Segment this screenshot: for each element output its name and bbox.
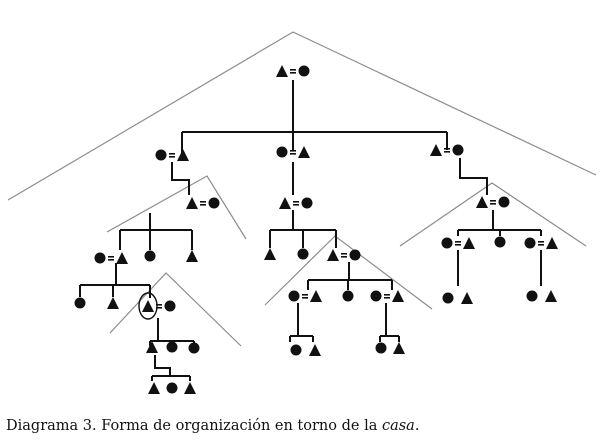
figure-caption: Diagrama 3. Forma de organización en tor… (6, 418, 596, 434)
male-symbol (476, 196, 488, 208)
male-symbol (116, 252, 128, 264)
marriage-sign (156, 307, 162, 309)
kinship-symbols (74, 65, 558, 394)
casa-outlines (7, 31, 597, 347)
male-symbol (327, 249, 339, 261)
female-symbol (297, 248, 309, 260)
female-symbol (164, 300, 176, 312)
female-symbol (498, 196, 510, 208)
male-symbol (184, 382, 196, 394)
male-symbol (186, 197, 198, 209)
male-symbol (310, 290, 322, 302)
female-symbol (276, 146, 288, 158)
caption-period: . (414, 418, 420, 434)
female-symbol (155, 149, 167, 161)
female-symbol (375, 342, 387, 354)
marriage-sign (490, 203, 496, 205)
female-symbol (370, 290, 382, 302)
descent-line (459, 158, 488, 195)
marriage-sign (293, 201, 299, 203)
marriage-sign (538, 244, 544, 246)
ego-marker-ring (138, 292, 158, 320)
kinship-diagram (7, 31, 597, 394)
female-symbol (94, 252, 106, 264)
marriage-sign (169, 153, 175, 155)
marriage-sign (302, 297, 308, 299)
marriage-sign (455, 244, 461, 246)
marriage-sign (108, 256, 114, 258)
male-symbol (107, 297, 119, 309)
female-symbol (349, 249, 361, 261)
female-symbol (144, 250, 156, 262)
female-symbol (208, 197, 220, 209)
female-symbol (524, 237, 536, 249)
female-symbol (290, 344, 302, 356)
kinship-lines (79, 80, 542, 381)
male-symbol (430, 144, 442, 156)
marriage-sign (538, 241, 544, 243)
female-symbol (166, 382, 178, 394)
male-symbol (142, 300, 154, 312)
female-symbol (442, 292, 454, 304)
marriage-sign (290, 72, 296, 74)
marriage-sign (156, 304, 162, 306)
marriage-sign (290, 69, 296, 71)
female-symbol (74, 297, 86, 309)
male-symbol (276, 65, 288, 77)
marriage-sign (200, 201, 206, 203)
male-symbol (146, 341, 158, 353)
descent-line (154, 355, 171, 376)
marriage-sign (490, 200, 496, 202)
marriage-sign (293, 204, 299, 206)
female-symbol (526, 290, 538, 302)
marriage-sign (169, 156, 175, 158)
female-symbol (342, 290, 354, 302)
male-symbol (392, 290, 404, 302)
male-symbol (545, 290, 557, 302)
descent-line (171, 162, 190, 195)
marriage-sign (200, 204, 206, 206)
marriage-sign (384, 297, 390, 299)
female-symbol (298, 65, 310, 77)
female-symbol (288, 290, 300, 302)
casa-outline-main (7, 31, 597, 201)
male-symbol (186, 250, 198, 262)
caption-italic-term: casa (381, 418, 415, 434)
caption-text: Diagrama 3. Forma de organización en tor… (6, 418, 382, 434)
marriage-sign (108, 259, 114, 261)
male-symbol (461, 292, 473, 304)
marriage-sign (341, 253, 347, 255)
marriage-sign (341, 256, 347, 258)
marriage-sign (290, 150, 296, 152)
male-symbol (177, 149, 189, 161)
marriage-sign (384, 294, 390, 296)
casa-outline-inner (109, 272, 242, 347)
marriage-sign (444, 151, 450, 153)
female-symbol (301, 197, 313, 209)
female-symbol (452, 144, 464, 156)
male-symbol (148, 382, 160, 394)
male-symbol (264, 248, 276, 260)
male-symbol (298, 146, 310, 158)
casa-outline-right (399, 182, 587, 247)
male-symbol (463, 237, 475, 249)
male-symbol (546, 237, 558, 249)
marriage-sign (444, 148, 450, 150)
female-symbol (441, 237, 453, 249)
female-symbol (166, 341, 178, 353)
male-symbol (279, 197, 291, 209)
marriage-sign (290, 153, 296, 155)
marriage-sign (302, 294, 308, 296)
marriage-sign (455, 241, 461, 243)
female-symbol (494, 236, 506, 248)
female-symbol (188, 342, 200, 354)
male-symbol (309, 344, 321, 356)
male-symbol (393, 342, 405, 354)
casa-outline-left (106, 175, 247, 240)
